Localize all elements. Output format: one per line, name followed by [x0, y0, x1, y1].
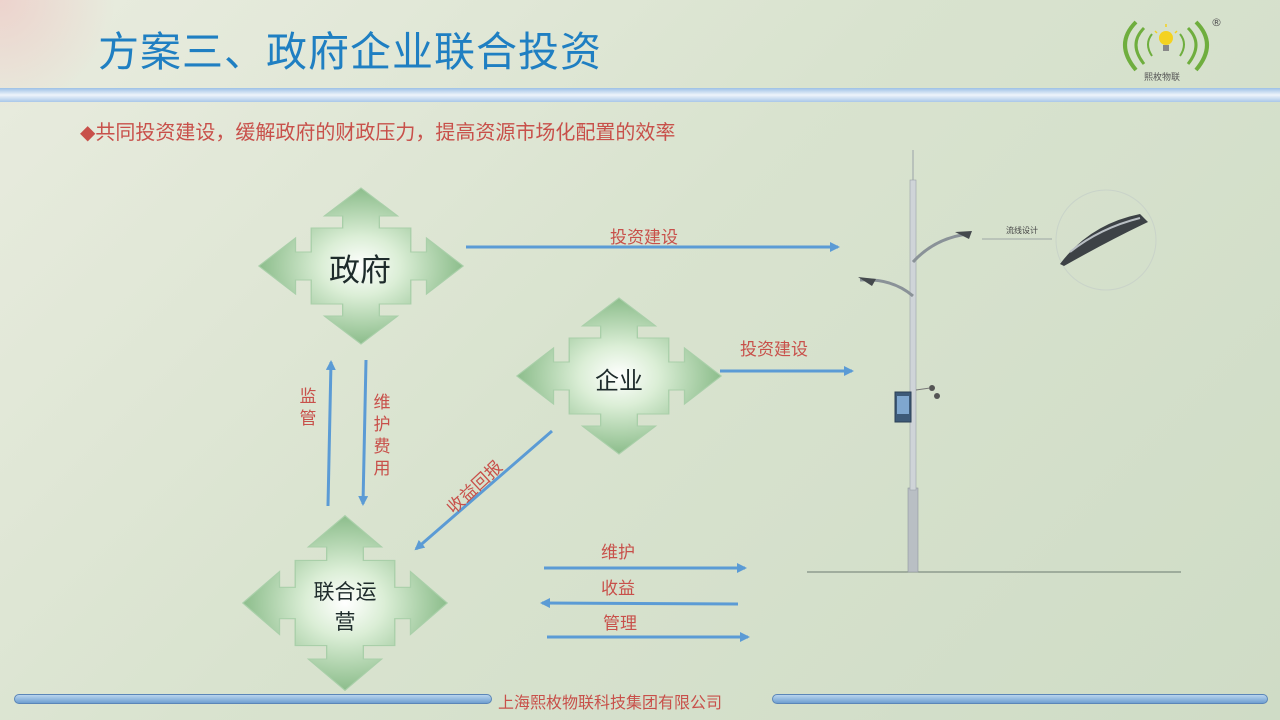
joint-operation-label-line1: 联合运 [313, 580, 377, 604]
arrow-ent-to-ops [414, 429, 553, 551]
footer-bar-left [14, 694, 492, 704]
header-divider [0, 88, 1280, 102]
arrow-gov-to-ops [358, 359, 369, 506]
arrow-ops-to-gov [325, 360, 336, 507]
government-node-label: 政府 [329, 253, 391, 289]
footer-company-name: 上海熙枚物联科技集团有限公司 [498, 693, 723, 712]
street-lamp-illustration [807, 150, 1181, 573]
arrow-income [540, 598, 739, 609]
subtitle: ◆共同投资建设，缓解政府的财政压力，提高资源市场化配置的效率 [80, 120, 676, 144]
lamp-caption: 流线设计 [1006, 226, 1038, 235]
page-title: 方案三、政府企业联合投资 [98, 28, 602, 76]
footer-bar-right [772, 694, 1268, 704]
registered-mark: ® [1211, 16, 1222, 29]
edge-label-maintain: 维护 [601, 543, 635, 563]
logo-icon [1123, 20, 1209, 72]
edge-label-manage: 管理 [603, 614, 637, 634]
joint-operation-label-line2: 营 [334, 610, 356, 634]
edge-label-maintenance-fee: 维护费用 [373, 393, 391, 479]
edge-label-ent-invest: 投资建设 [740, 340, 808, 360]
edge-label-gov-invest: 投资建设 [610, 228, 678, 248]
edge-label-income: 收益 [601, 579, 635, 599]
edge-label-supervise: 监管 [299, 387, 317, 429]
enterprise-node-label: 企业 [595, 367, 643, 395]
logo-text: 熙枚物联 [1144, 73, 1181, 83]
